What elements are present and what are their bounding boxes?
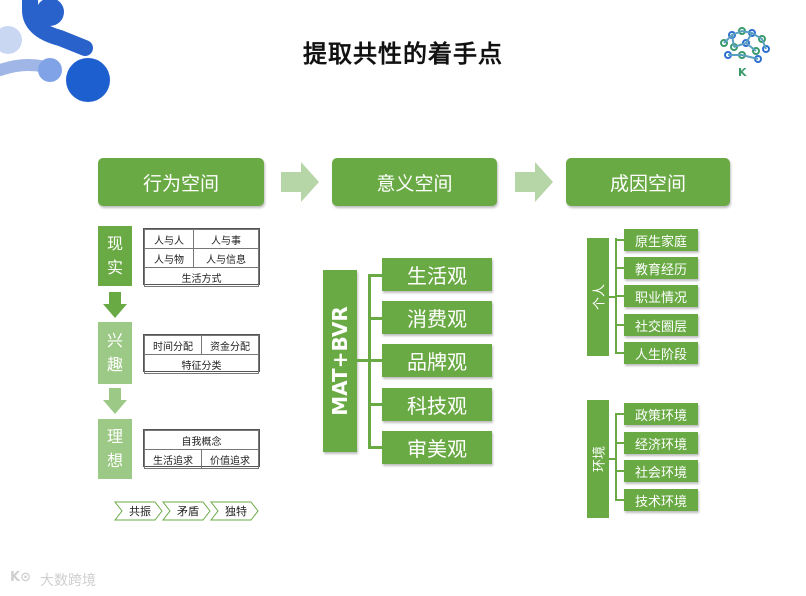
connector-line (368, 403, 382, 406)
personal-bar: 个人 (587, 238, 609, 356)
table-cell: 价值追求 (201, 449, 259, 469)
environment-bar: 环境 (587, 400, 609, 518)
personal-item-family: 原生家庭 (624, 229, 698, 251)
meaning-item-life: 生活观 (382, 258, 492, 291)
connector-line (615, 295, 624, 297)
connector-line (615, 442, 624, 444)
arrow-right-icon (281, 162, 319, 202)
ideal-table: 自我概念 生活追求 价值追求 (143, 429, 260, 469)
personal-item-social-circle: 社交圈层 (624, 314, 698, 336)
corner-molecule-logo (0, 0, 110, 102)
connector-line (609, 296, 615, 298)
connector-line (368, 446, 382, 449)
environment-item-technology: 技术环境 (624, 489, 698, 511)
connector-line (615, 267, 624, 269)
label-reality-char2: 实 (106, 258, 123, 277)
connector-line (368, 317, 382, 320)
environment-item-economy: 经济环境 (624, 432, 698, 454)
table-row: 人与物 人与信息 (143, 248, 259, 268)
meaning-item-aesthetics: 审美观 (382, 431, 492, 464)
tag-resonance: 共振 (129, 505, 151, 518)
meaning-item-technology: 科技观 (382, 388, 492, 421)
table-cell: 生活方式 (144, 267, 259, 287)
label-ideal: 理 想 (98, 419, 132, 479)
meaning-item-consumption: 消费观 (382, 301, 492, 334)
table-row: 特征分类 (144, 354, 259, 374)
connector-line (615, 239, 624, 241)
table-cell: 人与信息 (193, 248, 259, 268)
header-cause-space: 成因空间 (566, 158, 730, 206)
table-cell: 资金分配 (201, 335, 259, 355)
personal-label: 个人 (592, 283, 608, 311)
watermark-logo-icon: K⊙ (10, 570, 31, 585)
tag-unique: 独特 (225, 505, 247, 518)
label-ideal-char2: 想 (106, 451, 123, 470)
table-row: 生活追求 价值追求 (144, 449, 259, 469)
header-behavior-space: 行为空间 (98, 158, 264, 206)
table-cell: 人与物 (143, 248, 195, 268)
connector-line (615, 413, 617, 501)
personal-item-career: 职业情况 (624, 285, 698, 307)
table-row: 人与人 人与事 (143, 229, 259, 249)
environment-label: 环境 (592, 445, 608, 473)
personal-item-education: 教育经历 (624, 257, 698, 279)
mat-bvr-label: MAT+BVR (328, 306, 352, 416)
table-cell: 特征分类 (144, 354, 259, 374)
label-reality: 现 实 (98, 226, 132, 286)
label-reality-char1: 现 (106, 234, 123, 253)
table-row: 时间分配 资金分配 (144, 335, 259, 355)
table-cell: 生活追求 (144, 449, 202, 469)
mat-bvr-bar: MAT+BVR (323, 270, 357, 452)
connector-line (615, 499, 624, 501)
connector-line (615, 413, 624, 415)
label-interest-char1: 兴 (106, 331, 123, 350)
table-cell: 人与事 (193, 229, 259, 249)
arrow-down-icon (103, 388, 127, 414)
label-ideal-char1: 理 (106, 427, 123, 446)
meaning-item-brand: 品牌观 (382, 344, 492, 377)
table-cell: 自我概念 (144, 430, 259, 450)
connector-line (615, 470, 624, 472)
brain-logo-icon (720, 27, 770, 63)
table-cell: 人与人 (143, 229, 195, 249)
connector-line (615, 324, 624, 326)
page-title: 提取共性的着手点 (303, 40, 503, 68)
table-row: 生活方式 (144, 267, 259, 287)
connector-line (368, 274, 382, 277)
connector-line (368, 359, 382, 362)
interest-table: 时间分配 资金分配 特征分类 (143, 334, 260, 374)
tag-contradiction: 矛盾 (177, 505, 199, 518)
header-meaning-space: 意义空间 (332, 158, 497, 206)
watermark-text: 大数跨境 (40, 573, 96, 589)
arrow-right-icon (515, 162, 553, 202)
table-row: 自我概念 (144, 430, 259, 450)
table-cell: 时间分配 (144, 335, 202, 355)
connector-line (357, 359, 368, 362)
brand-logo-letter: K (738, 66, 747, 79)
environment-item-policy: 政策环境 (624, 403, 698, 425)
environment-item-society: 社会环境 (624, 460, 698, 482)
label-interest-char2: 趣 (106, 355, 123, 374)
connector-line (615, 352, 624, 354)
personal-item-life-stage: 人生阶段 (624, 342, 698, 364)
label-interest: 兴 趣 (98, 322, 132, 384)
arrow-down-icon (103, 292, 127, 318)
reality-table: 人与人 人与事 人与物 人与信息 生活方式 (143, 228, 260, 287)
connector-line (609, 458, 615, 460)
chevron-tags-outline (114, 501, 259, 521)
